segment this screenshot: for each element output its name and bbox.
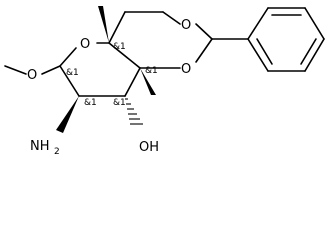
phenyl-bond-1 (247, 7, 269, 40)
ring-oxygen-top-label: O (181, 18, 191, 33)
bond-c7-c6 (59, 65, 80, 97)
stereo-labels: &1 &1 &1 &1 &1 (66, 42, 158, 108)
stereo-label-c7: &1 (84, 98, 97, 108)
phenyl-double-3 (256, 38, 273, 65)
phenyl-bond-6 (247, 38, 269, 72)
phenyl-bond-4 (304, 38, 325, 72)
stereo-label-c8a: &1 (145, 66, 158, 76)
bond-c3-otop (162, 11, 181, 25)
methoxy-oxygen-label: O (27, 68, 37, 83)
amino-subscript: 2 (54, 147, 60, 157)
hash-c8-oh (125, 98, 143, 125)
hydroxyl-label: OH (139, 140, 159, 155)
wedge-c8a-h (140, 68, 156, 95)
phenyl-bond-3 (304, 7, 325, 40)
bond-c6-oring (59, 47, 77, 67)
amino-group: NH 2 (30, 139, 60, 157)
bond-c4a-c8a (108, 42, 141, 69)
atom-labels: O O O O OH NH 2 (27, 18, 191, 157)
stereo-label-c4a: &1 (113, 42, 126, 52)
bond-c8a-c8 (124, 67, 141, 97)
bond-otop-c2 (195, 23, 213, 40)
bond-c2-obottom (195, 38, 213, 63)
molecule-canvas: O O O O OH NH 2 &1 &1 &1 &1 &1 (4, 6, 325, 157)
stereo-label-c6: &1 (66, 68, 79, 78)
bond-c4a-c4 (108, 11, 126, 44)
wedge-c4a-h (98, 6, 109, 43)
ring-oxygen-left-label: O (80, 37, 90, 52)
structure-diagram: O O O O OH NH 2 &1 &1 &1 &1 &1 (4, 6, 325, 157)
bonds (4, 6, 325, 133)
stereo-label-c8: &1 (113, 98, 126, 108)
ring-oxygen-bottom-label: O (181, 62, 191, 77)
amino-label: NH (30, 139, 50, 154)
bond-methyl-o (4, 65, 27, 75)
phenyl-double-2 (300, 38, 317, 65)
wedge-c7-nh2 (56, 96, 79, 133)
bond-o-c6 (41, 65, 61, 75)
